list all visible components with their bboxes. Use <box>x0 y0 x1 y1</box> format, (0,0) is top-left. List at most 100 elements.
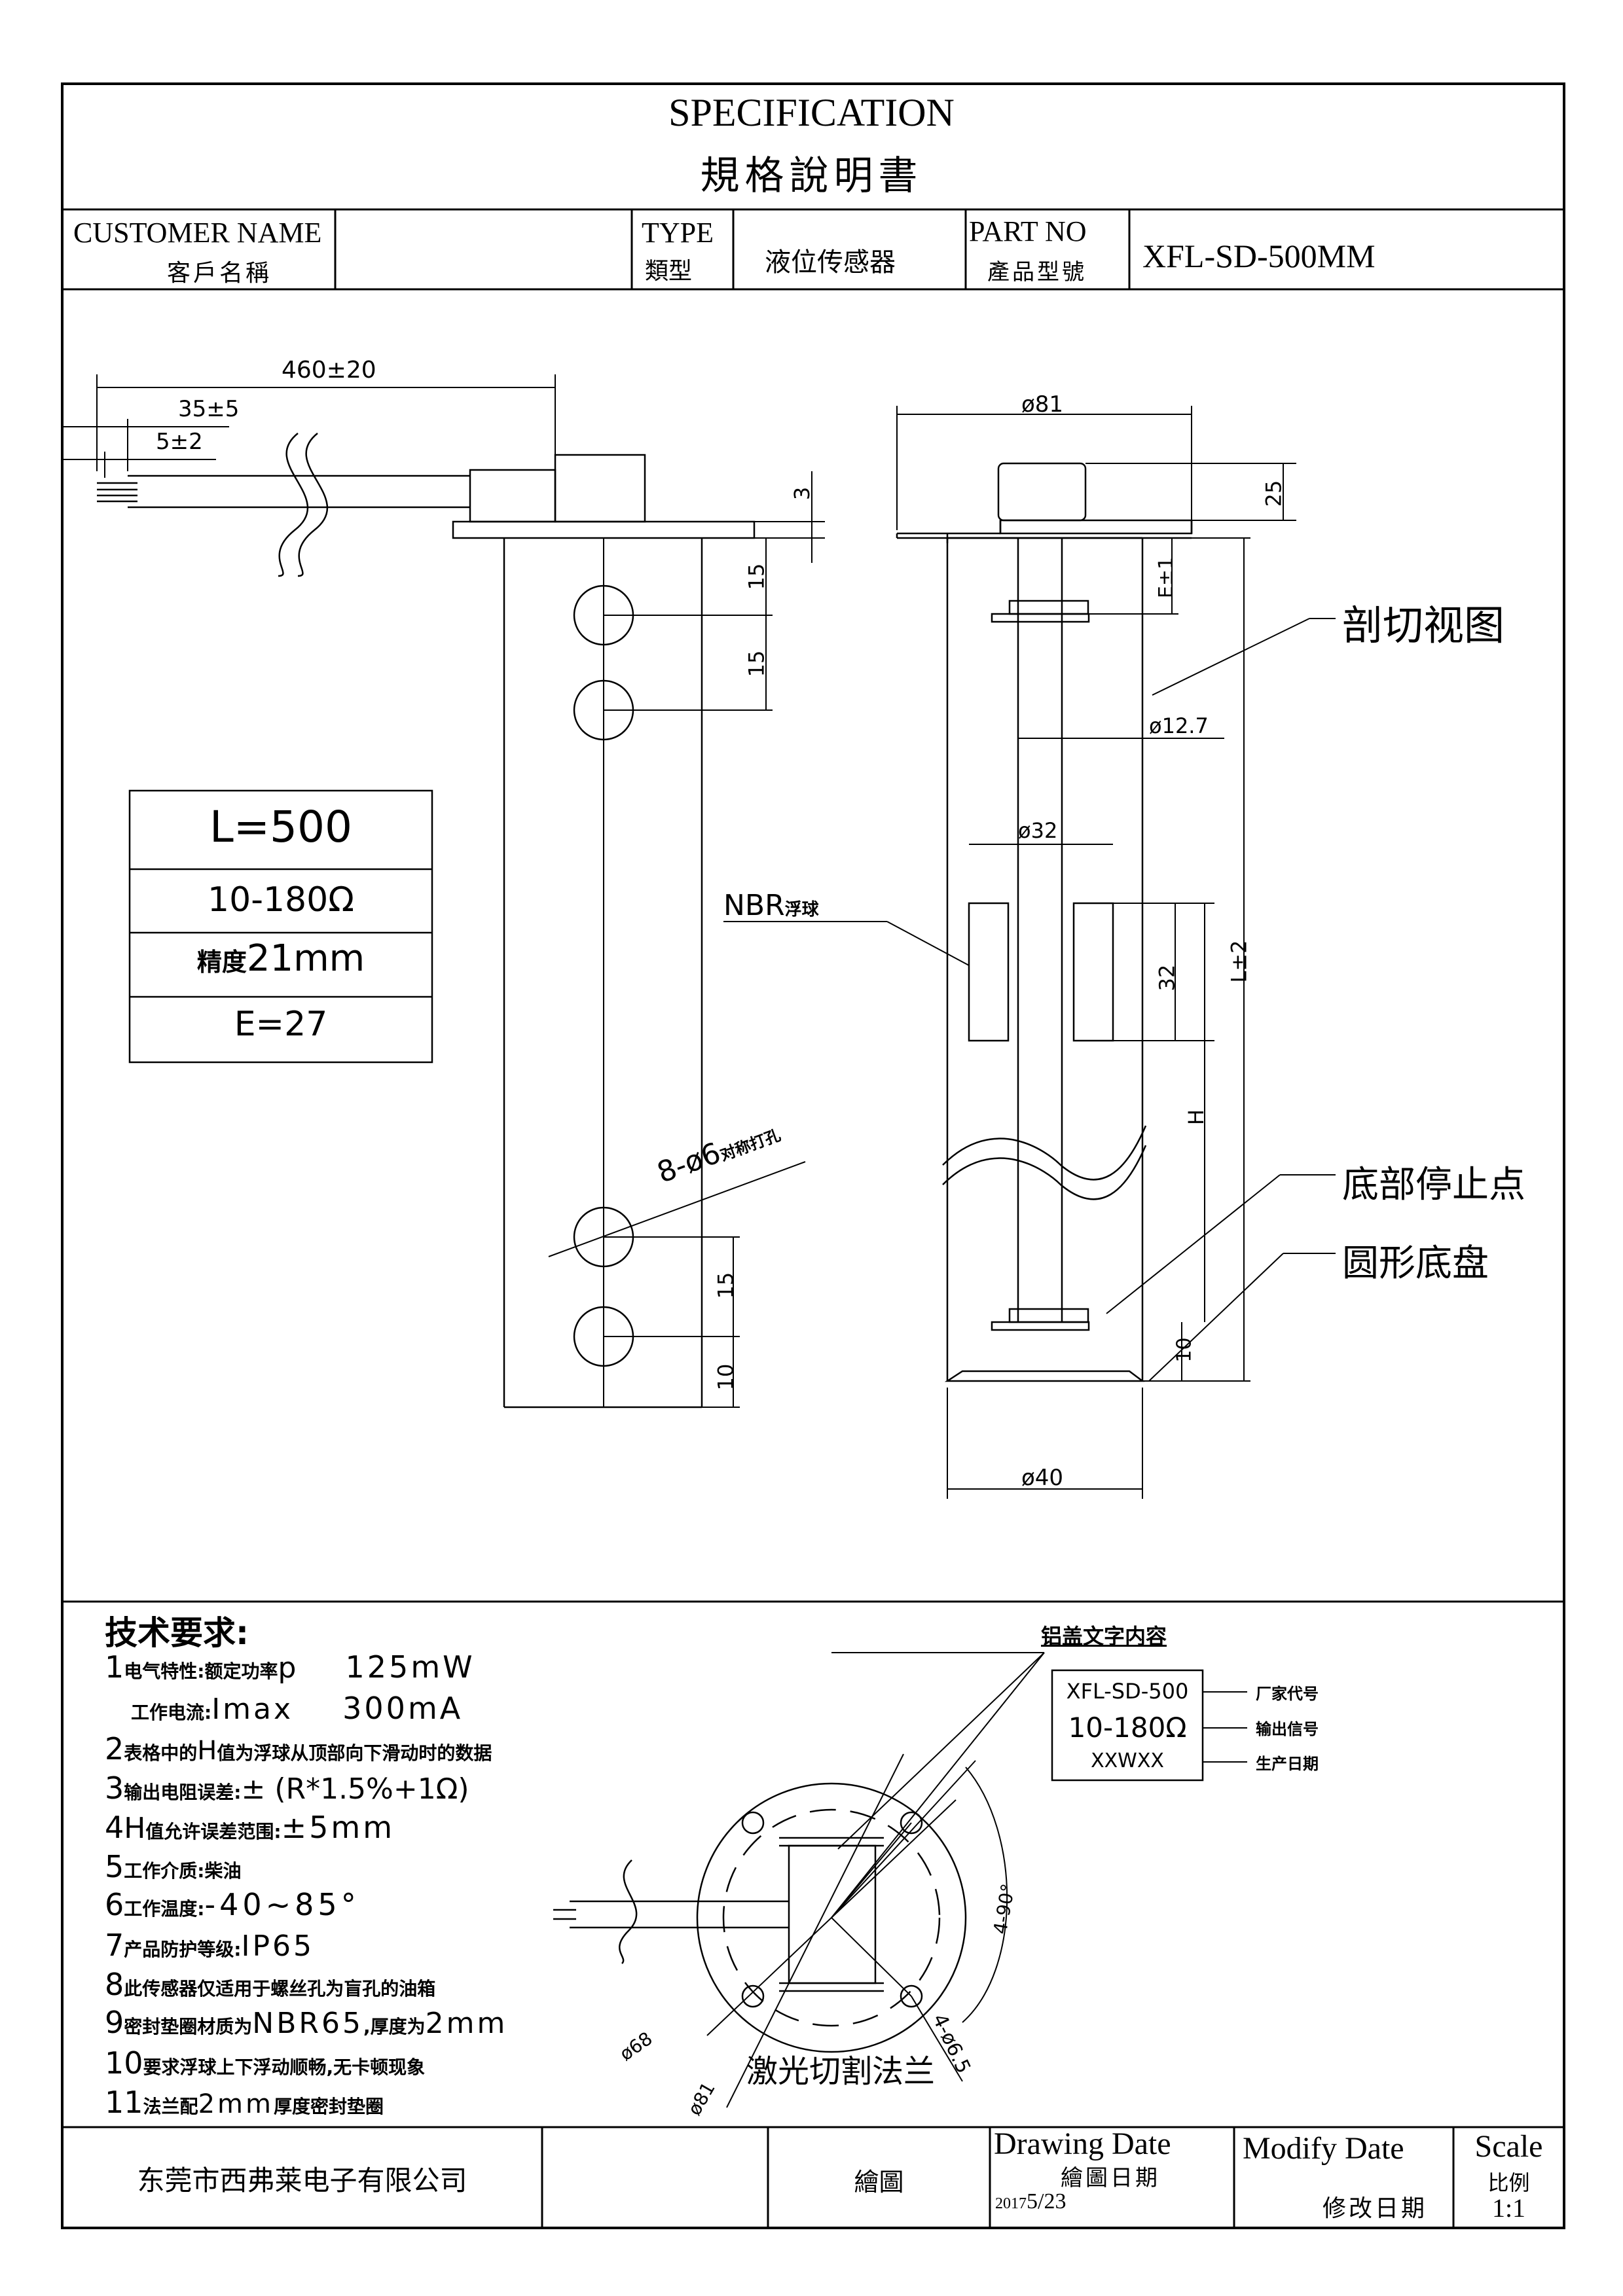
tech-row-4: 4H值允许误差范围:±5mm <box>105 1810 395 1845</box>
section-view <box>723 406 1336 1499</box>
scale-zh: 比例 <box>1487 2170 1530 2195</box>
tech-row-2: 2表格中的H值为浮球从顶部向下滑动时的数据 <box>105 1731 492 1767</box>
scale-value: 1:1 <box>1491 2193 1526 2223</box>
tech-row-1b-label: 工作电流: <box>131 1702 212 1723</box>
drawn-label: 繪圖 <box>854 2168 904 2197</box>
dim-15-c: 15 <box>713 1272 739 1299</box>
tech-row-6-label: 工作温度: <box>124 1898 205 1920</box>
tech-row-8: 8此传感器仅适用于螺丝孔为盲孔的油箱 <box>105 1967 435 2002</box>
param-precision-prefix: 精度 <box>196 948 247 977</box>
type-value: 液位传感器 <box>765 247 896 278</box>
tech-row-3-label: 输出电阻误差: <box>124 1782 242 1803</box>
tech-row-2-text-b: 值为浮球从顶部向下滑动时的数据 <box>217 1742 492 1764</box>
scale-en: Scale <box>1474 2129 1543 2164</box>
tech-row-7-val: IP65 <box>241 1929 314 1963</box>
tech-row-9: 9密封垫圈材质为NBR65,厚度为2mm <box>105 2005 507 2040</box>
engraving-line-3: XXWXX <box>1091 1749 1164 1772</box>
part-value: XFL-SD-500MM <box>1142 238 1376 274</box>
tech-row-2-sym: H <box>197 1736 217 1766</box>
tech-row-10-text: 要求浮球上下浮动顺畅,无卡顿现象 <box>143 2056 426 2078</box>
tech-row-5-num: 5 <box>105 1849 124 1884</box>
engraving-line-1: XFL-SD-500 <box>1066 1679 1189 1704</box>
nbr-label: NBR <box>723 889 785 922</box>
tech-row-9-val: NBR65 <box>252 2007 363 2040</box>
param-precision-value: 21mm <box>246 937 365 980</box>
dim-32: 32 <box>1154 964 1180 992</box>
tech-row-9-label: 密封垫圈材质为 <box>124 2016 253 2037</box>
tech-row-7: 7产品防护等级:IP65 <box>105 1928 314 1963</box>
tech-row-1b: 工作电流:Imax 300mA <box>131 1691 463 1726</box>
dim-L: L±2 <box>1226 940 1252 983</box>
customer-label-en: CUSTOMER NAME <box>73 217 322 249</box>
tech-row-1-sym: p <box>278 1651 297 1685</box>
tech-row-3-num: 3 <box>105 1770 124 1806</box>
engraving-ann-1: 厂家代号 <box>1256 1685 1319 1703</box>
engraving-ann-3: 生产日期 <box>1256 1755 1319 1773</box>
dim-H: H <box>1184 1109 1209 1126</box>
tech-row-5: 5工作介质:柴油 <box>105 1849 242 1884</box>
tech-row-2-text-a: 表格中的 <box>124 1742 198 1764</box>
dim-E: E±1 <box>1155 556 1178 599</box>
tech-row-5-val: 柴油 <box>204 1860 242 1882</box>
tech-row-11-num: 11 <box>105 2085 143 2120</box>
tech-row-11-val: 2mm <box>198 2089 274 2119</box>
tech-row-4-val: ±5mm <box>281 1810 395 1845</box>
flange-view <box>553 1652 1247 2108</box>
title-en: SPECIFICATION <box>668 91 955 134</box>
tech-row-9-val2: 2mm <box>425 2007 508 2040</box>
tech-row-4-num: 4 <box>105 1810 124 1845</box>
part-label-zh: 產品型號 <box>987 259 1087 285</box>
dim-d81: ø81 <box>1021 391 1064 418</box>
round-base-label: 圆形底盘 <box>1342 1242 1489 1285</box>
drawing-date-zh: 繪圖日期 <box>1061 2165 1160 2191</box>
tech-row-6-val: -40~85° <box>204 1887 360 1922</box>
tech-row-11-label: 法兰配 <box>143 2096 198 2117</box>
tech-row-1: 1电气特性:额定功率p 125mW <box>105 1649 475 1685</box>
tech-row-1-num: 1 <box>105 1649 124 1685</box>
drawing-date-year: 2017 <box>995 2195 1027 2212</box>
tech-heading: 技术要求: <box>105 1614 249 1652</box>
tech-row-5-label: 工作介质: <box>124 1860 205 1882</box>
tech-row-6-num: 6 <box>105 1887 124 1922</box>
tech-row-8-num: 8 <box>105 1967 124 2002</box>
front-view <box>62 374 825 1408</box>
tech-row-9-text: ,厚度为 <box>363 2016 426 2037</box>
tech-row-7-label: 产品防护等级: <box>124 1939 242 1960</box>
tech-row-1-val: 125mW <box>345 1649 475 1685</box>
modify-date-zh: 修改日期 <box>1322 2195 1428 2222</box>
param-precision: 精度21mm <box>130 937 432 980</box>
engraving-ann-2: 输出信号 <box>1256 1720 1319 1738</box>
type-label-en: TYPE <box>642 217 714 249</box>
dim-10-b: 10 <box>1173 1337 1196 1363</box>
tech-row-11-text: 厚度密封垫圈 <box>273 2096 384 2117</box>
dim-10-a: 10 <box>713 1363 739 1391</box>
tech-row-2-num: 2 <box>105 1731 124 1767</box>
param-table-lines <box>128 789 433 1064</box>
dim-d32: ø32 <box>1018 818 1058 843</box>
tech-row-1-label: 电气特性:额定功率 <box>124 1660 278 1682</box>
nbr-label-small: 浮球 <box>784 900 819 920</box>
tech-row-11: 11法兰配2mm厚度密封垫圈 <box>105 2085 384 2120</box>
part-label-en: PART NO <box>969 215 1087 247</box>
dim-5: 5±2 <box>156 429 203 455</box>
dim-3: 3 <box>790 486 815 501</box>
customer-label-zh: 客戶名稱 <box>167 260 272 287</box>
tech-row-6: 6工作温度:-40~85° <box>105 1887 360 1922</box>
tech-row-1b-sym: Imax <box>211 1693 294 1726</box>
modify-date-en: Modify Date <box>1243 2131 1404 2166</box>
engraving-line-2: 10-180Ω <box>1068 1712 1187 1744</box>
tech-row-7-num: 7 <box>105 1928 124 1963</box>
tech-row-10-num: 10 <box>105 2045 143 2081</box>
dim-d12.7: ø12.7 <box>1149 713 1209 738</box>
tech-row-4-label: 值允许误差范围: <box>145 1821 282 1842</box>
engraving-title: 铝盖文字内容 <box>1041 1624 1167 1649</box>
dim-d40: ø40 <box>1021 1465 1064 1491</box>
tech-row-9-num: 9 <box>105 2005 124 2040</box>
nbr-float-label: NBR浮球 <box>723 889 819 922</box>
dim-15-a: 15 <box>744 563 769 590</box>
tech-row-1b-val: 300mA <box>342 1691 464 1726</box>
company-name: 东莞市西弗莱电子有限公司 <box>137 2164 467 2197</box>
drawing-date-md: 5/23 <box>1027 2189 1067 2214</box>
dim-460: 460±20 <box>282 357 376 384</box>
